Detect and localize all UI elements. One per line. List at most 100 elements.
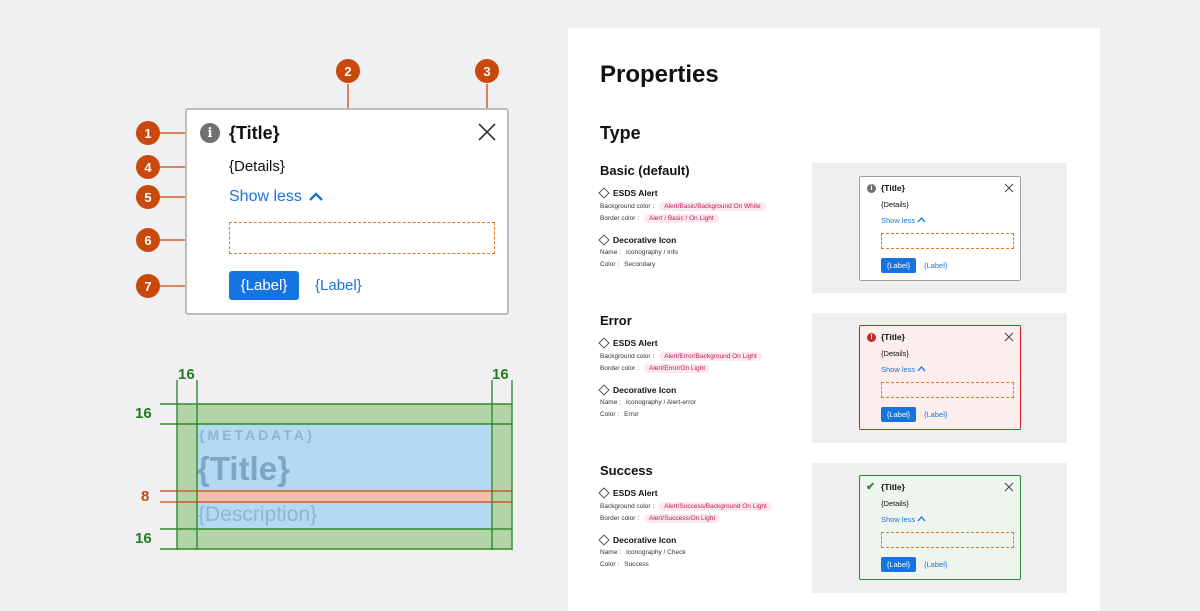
preview-error-alert: ! {Title} {Details} Show less {Label} {L… [859,325,1021,430]
marker-3: 3 [475,59,499,83]
primary-button[interactable]: {Label} [229,271,299,300]
properties-heading: Properties [600,61,719,88]
alert-title: {Title} [229,123,280,143]
gap-area [197,491,492,502]
preview-details: {Details} [881,499,909,508]
close-icon[interactable] [1004,482,1014,492]
icon-name-value: Iconography / Alert-error [625,399,697,406]
info-icon: i [867,184,876,193]
border-color-row: Border color : Alert/Success/On Light [600,514,800,523]
preview-slot [881,382,1014,398]
close-icon[interactable] [478,123,496,141]
component-name: ESDS Alert [613,488,658,498]
bg-color-row: Background color :Alert/Basic/Background… [600,202,800,211]
bg-color-row: Background color :Alert/Error/Background… [600,352,800,361]
variant-error-specs: Error ESDS Alert Background color :Alert… [598,313,800,418]
spacing-guides [160,380,513,550]
content-area [197,424,492,529]
icon-name-value: Iconography / Info [625,249,678,256]
custom-content-slot [229,222,495,254]
preview-show-less[interactable]: Show less [881,515,926,524]
marker-6: 6 [136,228,160,252]
preview-primary-button[interactable]: {Label} [881,407,916,422]
show-less-label: Show less [881,216,916,225]
component-icon [598,187,610,199]
marker-1: 1 [136,121,160,145]
variant-name: Basic (default) [600,163,690,178]
icon-color-row: Color : Error [600,411,800,418]
show-less-label: Show less [881,365,916,374]
marker-2: 2 [336,59,360,83]
show-less-label: Show less [229,188,302,205]
icon-name-row: Name : Iconography / Info [600,249,800,256]
preview-primary-button[interactable]: {Label} [881,258,916,273]
border-color-label: Border color : [600,515,640,522]
bg-color-token: Alert/Success/Background On Light [659,502,772,511]
check-icon: ✔ [866,481,876,493]
preview-details: {Details} [881,200,909,209]
marker-5: 5 [136,185,160,209]
bg-color-label: Background color : [600,503,655,510]
component-icon [598,234,610,246]
variant-name: Error [600,313,632,328]
preview-link-button[interactable]: {Label} [924,410,948,419]
bg-color-token: Alert/Error/Background On Light [659,352,762,361]
border-color-token: Alert / Basic / On Light [644,214,719,223]
component-icon [598,337,610,349]
border-color-label: Border color : [600,215,640,222]
icon-color-row: Color : Secondary [600,261,800,268]
close-icon[interactable] [1004,332,1014,342]
preview-link-button[interactable]: {Label} [924,560,948,569]
spacing-label-left-top: 16 [135,405,152,422]
preview-success-alert: ✔ {Title} {Details} Show less {Label} {L… [859,475,1021,580]
show-less-link[interactable]: Show less [229,188,324,206]
spacing-label-top-left: 16 [178,366,195,383]
icon-color-label: Color : [600,411,620,418]
icon-name-row: Name : Iconography / Alert-error [600,399,800,406]
icon-row: Decorative Icon [598,234,800,246]
icon-row: Decorative Icon [598,534,800,546]
spacing-label-top-right: 16 [492,366,509,383]
border-color-label: Border color : [600,365,640,372]
component-icon [598,487,610,499]
icon-name-label: Name : [600,549,621,556]
preview-title: {Title} [881,332,905,342]
icon-color-label: Color : [600,561,620,568]
close-icon[interactable] [1004,183,1014,193]
icon-row: Decorative Icon [598,384,800,396]
component-row: ESDS Alert [598,337,800,349]
icon-color-value: Error [624,411,639,418]
border-color-token: Alert/Error/On Light [644,364,711,373]
border-color-token: Alert/Success/On Light [644,514,721,523]
icon-heading: Decorative Icon [613,235,677,245]
secondary-link-button[interactable]: {Label} [315,277,362,294]
icon-color-value: Secondary [624,261,656,268]
show-less-label: Show less [881,515,916,524]
variant-name: Success [600,463,653,478]
preview-slot [881,233,1014,249]
icon-heading: Decorative Icon [613,535,677,545]
icon-name-label: Name : [600,399,621,406]
preview-link-button[interactable]: {Label} [924,261,948,270]
preview-details: {Details} [881,349,909,358]
icon-name-value: Iconography / Check [625,549,686,556]
chevron-up-icon [917,217,926,223]
preview-show-less[interactable]: Show less [881,365,926,374]
description-placeholder: {Description} [198,503,318,526]
bg-color-token: Alert/Basic/Background On White [659,202,766,211]
variant-basic-specs: Basic (default) ESDS Alert Background co… [598,163,800,268]
spacing-label-left-middle: 8 [141,488,150,505]
component-row: ESDS Alert [598,187,800,199]
component-name: ESDS Alert [613,338,658,348]
component-name: ESDS Alert [613,188,658,198]
alert-details: {Details} [229,158,285,175]
marker-4: 4 [136,155,160,179]
metadata-placeholder: {METADATA} [199,427,316,443]
preview-show-less[interactable]: Show less [881,216,926,225]
icon-name-label: Name : [600,249,621,256]
preview-primary-button[interactable]: {Label} [881,557,916,572]
icon-color-row: Color :Success [600,561,800,568]
border-color-row: Border color : Alert/Error/On Light [600,364,800,373]
icon-color-label: Color : [600,261,620,268]
component-row: ESDS Alert [598,487,800,499]
